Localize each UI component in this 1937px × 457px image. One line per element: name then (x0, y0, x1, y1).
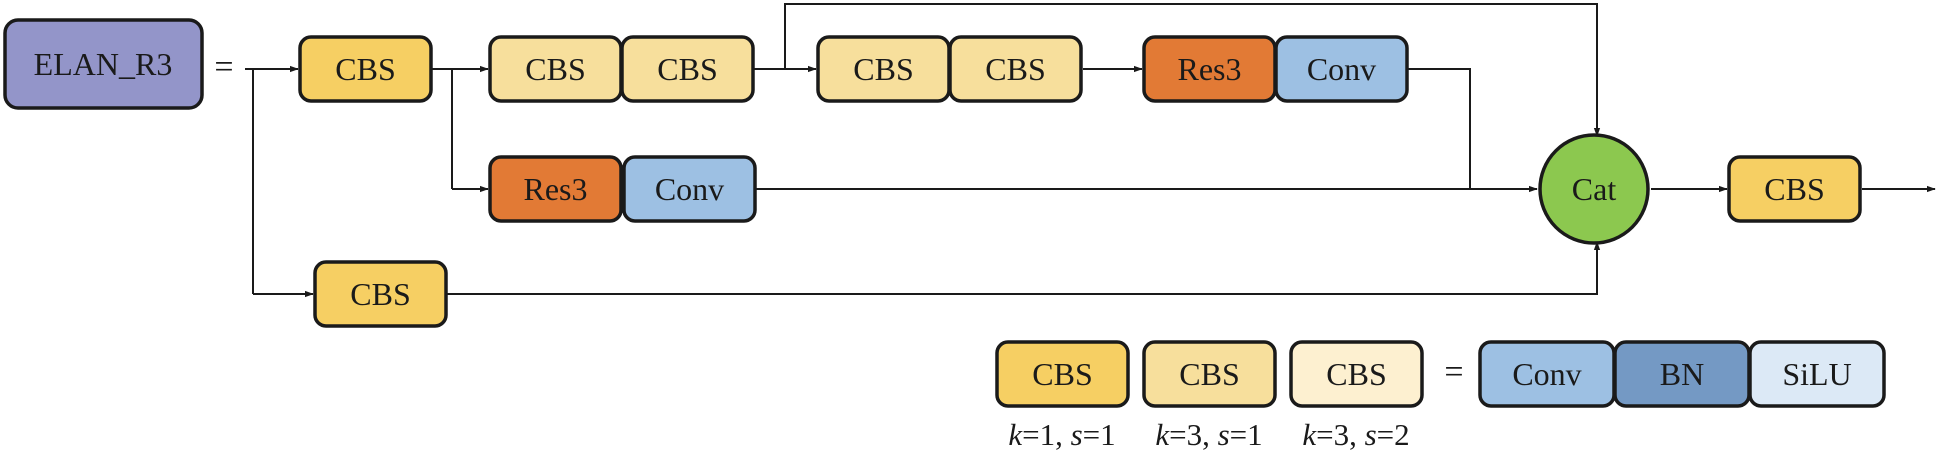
mid-conv-box (622, 155, 757, 223)
legend-cbs-k3s2-label: CBS (1326, 356, 1386, 392)
k-value: 1 (1040, 417, 1056, 452)
elan-block: ELAN_R3 (3, 18, 204, 110)
connections (245, 3, 1936, 298)
legend-silu-box (1748, 340, 1886, 408)
legend-cbs-k3s1-box (1142, 340, 1277, 408)
pair-b: CBS CBS (816, 35, 1083, 103)
cat-label: Cat (1572, 171, 1617, 207)
legend-bn-label: BN (1660, 356, 1704, 392)
line-top-conv-down (1406, 68, 1471, 189)
bottom-cbs-box (313, 260, 448, 328)
s-value: 1 (1100, 417, 1116, 452)
top-res3-label: Res3 (1178, 51, 1242, 87)
legend-param-k3s1: k=3, s=1 (1155, 417, 1262, 452)
legend-param-k3s2: k=3, s=2 (1302, 417, 1409, 452)
legend-cbs-k1s1-box (995, 340, 1130, 408)
pair-a: CBS CBS (488, 35, 755, 103)
pair-a-cbs-2-box (620, 35, 755, 103)
mid-conv-label: Conv (655, 171, 724, 207)
cat-circle (1538, 133, 1650, 245)
pair-b-cbs-1-label: CBS (853, 51, 913, 87)
cbs-first: CBS (298, 35, 433, 103)
k-symbol: k (1155, 417, 1170, 452)
legend-cbs-k3s1-label: CBS (1179, 356, 1239, 392)
pair-a-cbs-1-label: CBS (525, 51, 585, 87)
pair-a-cbs-2-label: CBS (657, 51, 717, 87)
elan-label: ELAN_R3 (34, 46, 173, 82)
skip-line-to-cat-top (784, 3, 1601, 137)
cbs-first-label: CBS (335, 51, 395, 87)
s-symbol: s (1218, 417, 1230, 452)
s-value: 1 (1247, 417, 1263, 452)
k-symbol: k (1302, 417, 1317, 452)
mid-res3-conv: Res3 Conv (488, 155, 757, 223)
legend-equals: = (1444, 354, 1463, 391)
pair-b-cbs-2-box (948, 35, 1083, 103)
output-cbs-box (1727, 155, 1862, 223)
k-symbol: k (1008, 417, 1023, 452)
legend-cbs-k1s1-label: CBS (1032, 356, 1092, 392)
legend-cbs-k3s2-box (1289, 340, 1424, 408)
legend: CBS CBS CBS k=1, s=1 k=3, s=1 k=3, s=2 =… (995, 340, 1886, 452)
top-res3-conv: Res3 Conv (1142, 35, 1409, 103)
s-symbol: s (1365, 417, 1377, 452)
cat-node: Cat (1538, 133, 1650, 245)
elan-equals: = (214, 49, 233, 86)
pair-b-cbs-2-label: CBS (985, 51, 1045, 87)
bottom-cbs: CBS (313, 260, 448, 328)
mid-res3-box (488, 155, 623, 223)
legend-conv-label: Conv (1512, 356, 1581, 392)
cbs-first-box (298, 35, 433, 103)
k-value: 3 (1334, 417, 1350, 452)
bottom-cbs-label: CBS (350, 276, 410, 312)
legend-param-k1s1: k=1, s=1 (1008, 417, 1115, 452)
top-conv-label: Conv (1307, 51, 1376, 87)
top-conv-box (1274, 35, 1409, 103)
arrow-bottom-to-cat (447, 241, 1601, 295)
output-cbs: CBS (1727, 155, 1862, 223)
legend-silu-label: SiLU (1782, 356, 1851, 392)
mid-res3-label: Res3 (524, 171, 588, 207)
s-symbol: s (1071, 417, 1083, 452)
elan-block-box (3, 18, 204, 110)
k-value: 3 (1187, 417, 1203, 452)
s-value: 2 (1394, 417, 1410, 452)
output-cbs-label: CBS (1764, 171, 1824, 207)
